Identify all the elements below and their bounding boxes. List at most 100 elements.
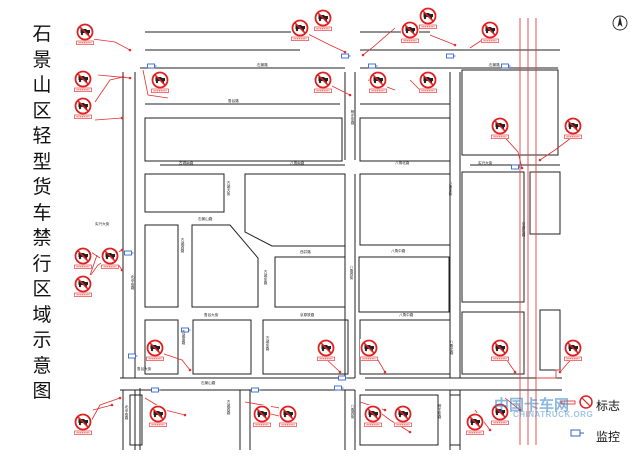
leader-dot <box>120 248 124 252</box>
no-truck-sign-icon <box>418 70 438 94</box>
road-label: 鲁谷路 <box>228 98 239 103</box>
no-truck-sign-icon <box>490 116 510 140</box>
sign-leader-line <box>362 27 396 56</box>
road-label: 实兴大街 <box>95 221 110 226</box>
watermark-en: CHINATRUCK.ORG <box>513 410 594 419</box>
road-label: 石景路 <box>489 62 500 67</box>
leader-dot <box>338 370 342 374</box>
road-label: 古城西路 <box>226 399 231 415</box>
sign-leader-line <box>429 34 456 46</box>
city-block <box>539 309 561 371</box>
camera-icon <box>511 164 521 170</box>
no-truck-sign-icon <box>75 22 95 46</box>
city-block <box>144 319 179 375</box>
leader-dot <box>128 76 132 80</box>
no-truck-sign-icon <box>73 412 93 436</box>
no-truck-sign-icon <box>465 412 485 436</box>
leader-dot <box>558 370 562 374</box>
road-label: 杨庄东路 <box>437 403 442 419</box>
city-block <box>129 394 143 446</box>
road-label: 古城南路 <box>179 160 194 165</box>
sign-leader-line <box>97 74 131 79</box>
leader-dot <box>120 116 124 120</box>
road-label: 西井路 <box>300 249 311 254</box>
road-label: 石景山路 <box>198 216 213 221</box>
no-truck-sign-icon <box>359 338 379 362</box>
road-label: 鲁谷大街 <box>137 366 152 371</box>
road-label: 古城东路 <box>263 269 268 285</box>
no-truck-sign-icon <box>148 404 168 428</box>
no-truck-sign-icon <box>278 404 298 428</box>
no-truck-sign-icon <box>73 96 93 120</box>
camera-icon <box>341 53 351 59</box>
no-truck-sign-icon <box>563 338 583 362</box>
road-label: 八角北路 <box>395 160 410 165</box>
leader-dot <box>383 408 387 412</box>
road-label: 八角北路 <box>449 340 454 355</box>
camera-icon <box>251 387 261 393</box>
sign-leader-line <box>409 79 421 91</box>
no-truck-sign-icon <box>400 20 420 44</box>
leader-dot <box>183 413 187 417</box>
city-block <box>461 171 525 303</box>
legend-camera-icon <box>570 429 584 437</box>
road-label: 八角东街 <box>448 181 453 196</box>
no-truck-sign-icon <box>418 6 438 30</box>
city-block <box>359 173 451 246</box>
sign-leader-line <box>504 397 521 411</box>
leader-dot <box>128 48 132 52</box>
no-truck-sign-icon <box>316 338 336 362</box>
north-arrow-icon <box>612 15 628 31</box>
road-label: 八角西街 <box>349 265 354 280</box>
no-truck-sign-icon <box>393 404 413 428</box>
road-label: 京原铁路 <box>521 221 526 237</box>
city-block <box>461 311 525 375</box>
road-label: 古城大街 <box>226 180 231 196</box>
city-block <box>274 256 346 308</box>
city-block <box>144 117 343 162</box>
no-truck-sign-icon <box>145 338 165 362</box>
rail-line <box>536 369 560 379</box>
sign-leader-line <box>142 69 169 99</box>
city-block <box>262 319 349 375</box>
leader-dot <box>118 396 122 400</box>
road-label: 北辛安路 <box>124 404 129 420</box>
city-block <box>192 319 252 375</box>
no-truck-sign-icon <box>490 338 510 362</box>
road-label: 古城东路 <box>265 335 270 351</box>
sign-leader-line <box>539 134 576 161</box>
no-truck-sign-icon <box>480 20 500 44</box>
no-truck-sign-icon <box>100 246 120 270</box>
city-block <box>461 69 559 156</box>
leader-dot <box>120 268 124 272</box>
leader-dot <box>518 408 522 412</box>
sign-leader-line <box>94 117 123 121</box>
leader-dot <box>488 428 492 432</box>
leader-dot <box>408 430 412 434</box>
camera-icon <box>338 375 348 381</box>
city-block <box>449 394 461 446</box>
city-block <box>359 394 439 446</box>
no-truck-sign-icon <box>73 274 93 298</box>
sign-leader-line <box>92 404 113 411</box>
sign-leader-line <box>94 76 124 103</box>
road-label: 杨庄东路 <box>350 109 355 125</box>
no-truck-sign-icon <box>363 404 383 428</box>
no-truck-sign-icon <box>563 116 583 140</box>
road-label: 八角西街 <box>350 404 355 419</box>
city-block <box>144 224 179 308</box>
road-label: 八角中路 <box>391 248 406 253</box>
camera-icon <box>368 63 378 69</box>
road-label: 北辛安路 <box>130 274 135 290</box>
leader-dot <box>513 370 517 374</box>
city-block <box>358 256 450 313</box>
road-label: 京原铁路 <box>300 312 315 317</box>
leader-dot <box>121 75 125 79</box>
camera-icon <box>446 53 456 59</box>
camera-icon <box>501 63 511 69</box>
camera-icon <box>334 385 344 391</box>
legend-sign-icon <box>560 395 593 409</box>
no-truck-sign-icon <box>73 69 93 93</box>
sign-leader-line <box>157 351 191 371</box>
